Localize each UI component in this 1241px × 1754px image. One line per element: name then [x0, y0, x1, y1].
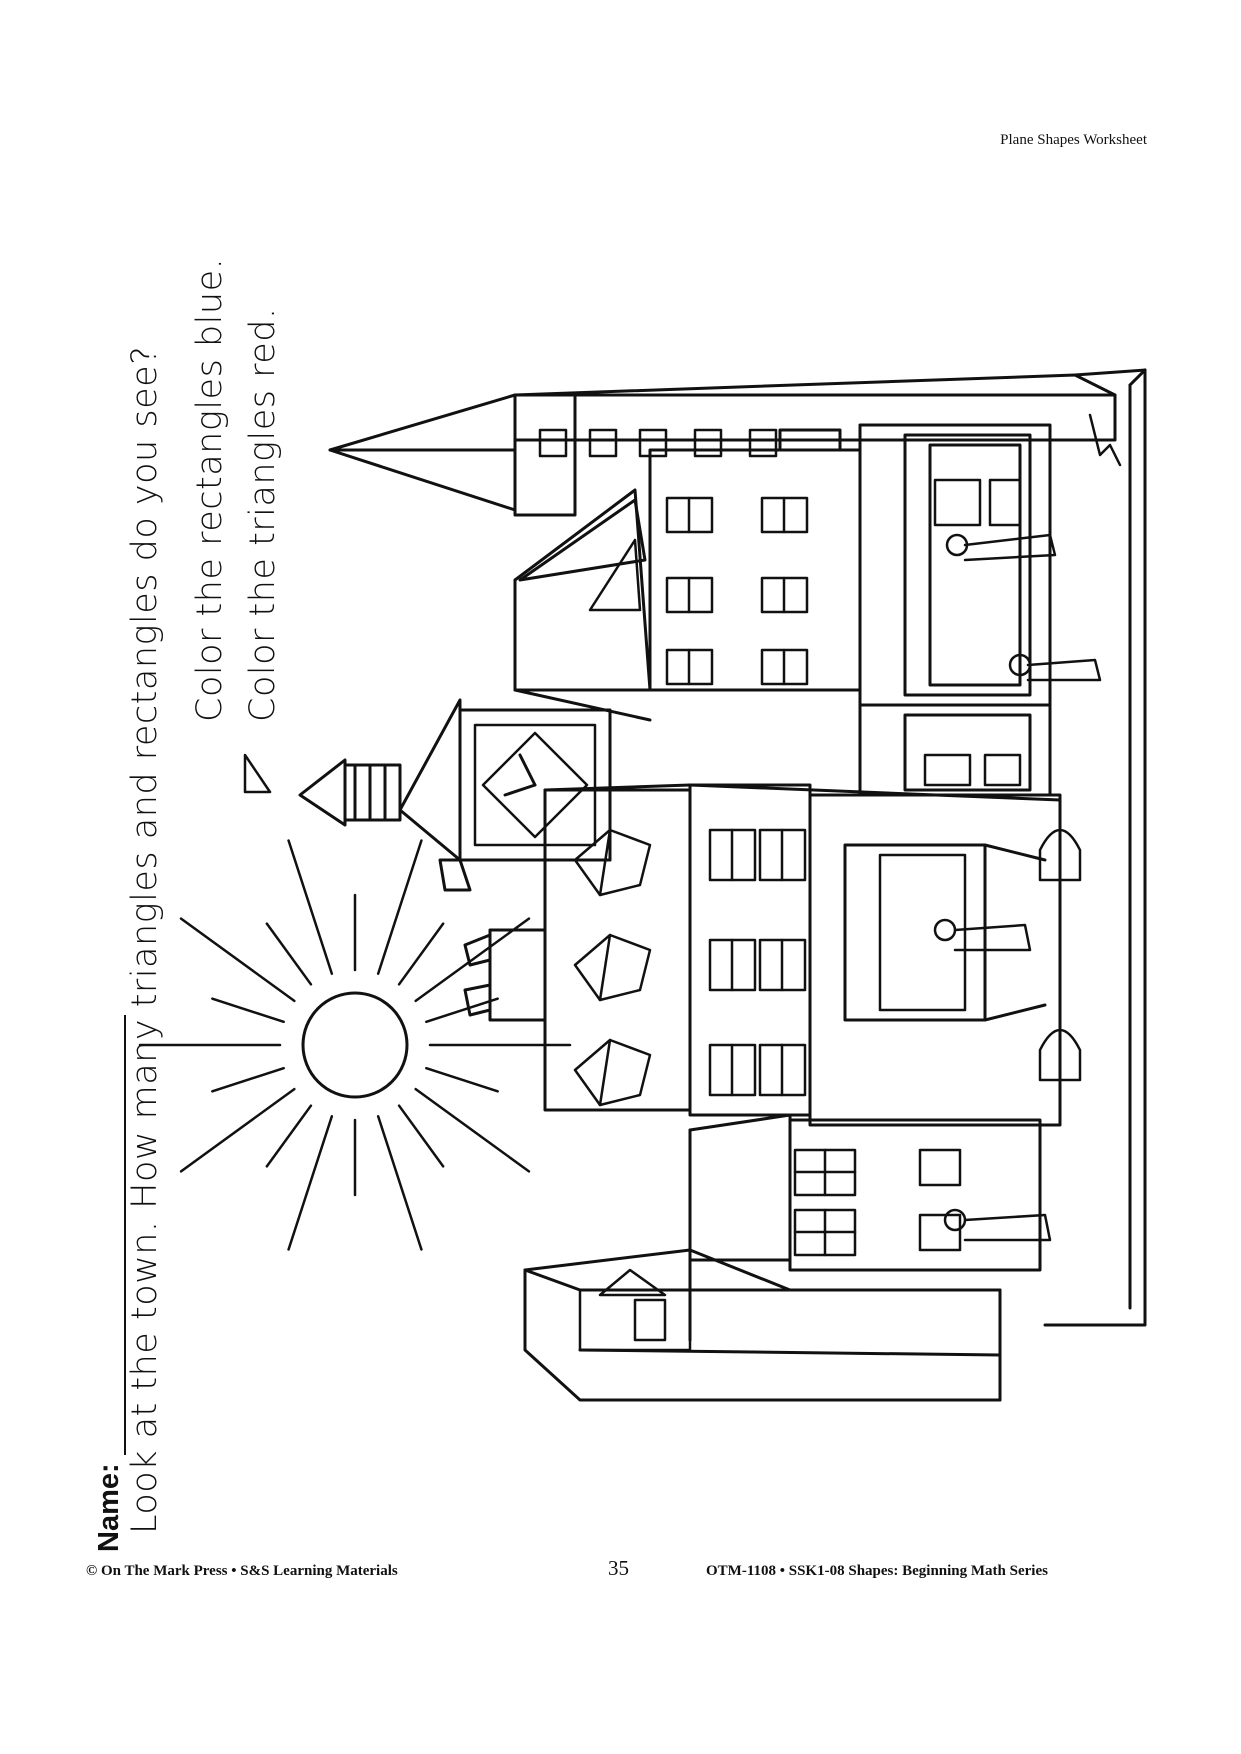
- sun-icon: [140, 841, 570, 1250]
- back-building: [330, 370, 1145, 515]
- sun-ray: [399, 1106, 443, 1167]
- sun-ray: [289, 1116, 332, 1249]
- gable-building: [515, 490, 650, 720]
- sun-ray: [289, 841, 332, 974]
- sun-ray: [267, 924, 311, 985]
- clock-tower: [245, 700, 610, 890]
- sun-ray: [378, 1116, 421, 1249]
- instruction-line-2: Color the rectangles blue.: [190, 257, 230, 722]
- name-field[interactable]: Name:: [93, 1015, 126, 1552]
- sun-ray: [267, 1106, 311, 1167]
- worksheet-title: Plane Shapes Worksheet: [1000, 132, 1147, 148]
- sun-ray: [416, 919, 529, 1001]
- sun-ray: [399, 924, 443, 985]
- sun-ray: [212, 999, 283, 1022]
- people-figures: [935, 415, 1120, 1240]
- ground-line: [1045, 370, 1145, 1325]
- sun-ray: [426, 999, 497, 1022]
- sun-ray: [212, 1068, 283, 1091]
- sun-ray: [416, 1089, 529, 1171]
- right-building: [650, 425, 1050, 795]
- footer-publisher: © On The Mark Press • S&S Learning Mater…: [86, 1563, 398, 1579]
- sun-ray: [181, 919, 294, 1001]
- front-building: [525, 1115, 1040, 1400]
- sun-ray: [378, 841, 421, 974]
- clock-icon: [483, 733, 587, 837]
- footer-page-number: 35: [608, 1556, 629, 1580]
- sun-ray: [426, 1068, 497, 1091]
- instruction-line-1: Look at the town. How many triangles and…: [125, 345, 165, 1534]
- middle-building: [465, 785, 1080, 1125]
- name-write-line[interactable]: [98, 1015, 126, 1456]
- sun-ray: [181, 1089, 294, 1171]
- instruction-line-3: Color the triangles red.: [243, 307, 283, 722]
- footer-series: OTM-1108 • SSK1-08 Shapes: Beginning Mat…: [706, 1563, 1048, 1579]
- name-label: Name:: [93, 1463, 125, 1552]
